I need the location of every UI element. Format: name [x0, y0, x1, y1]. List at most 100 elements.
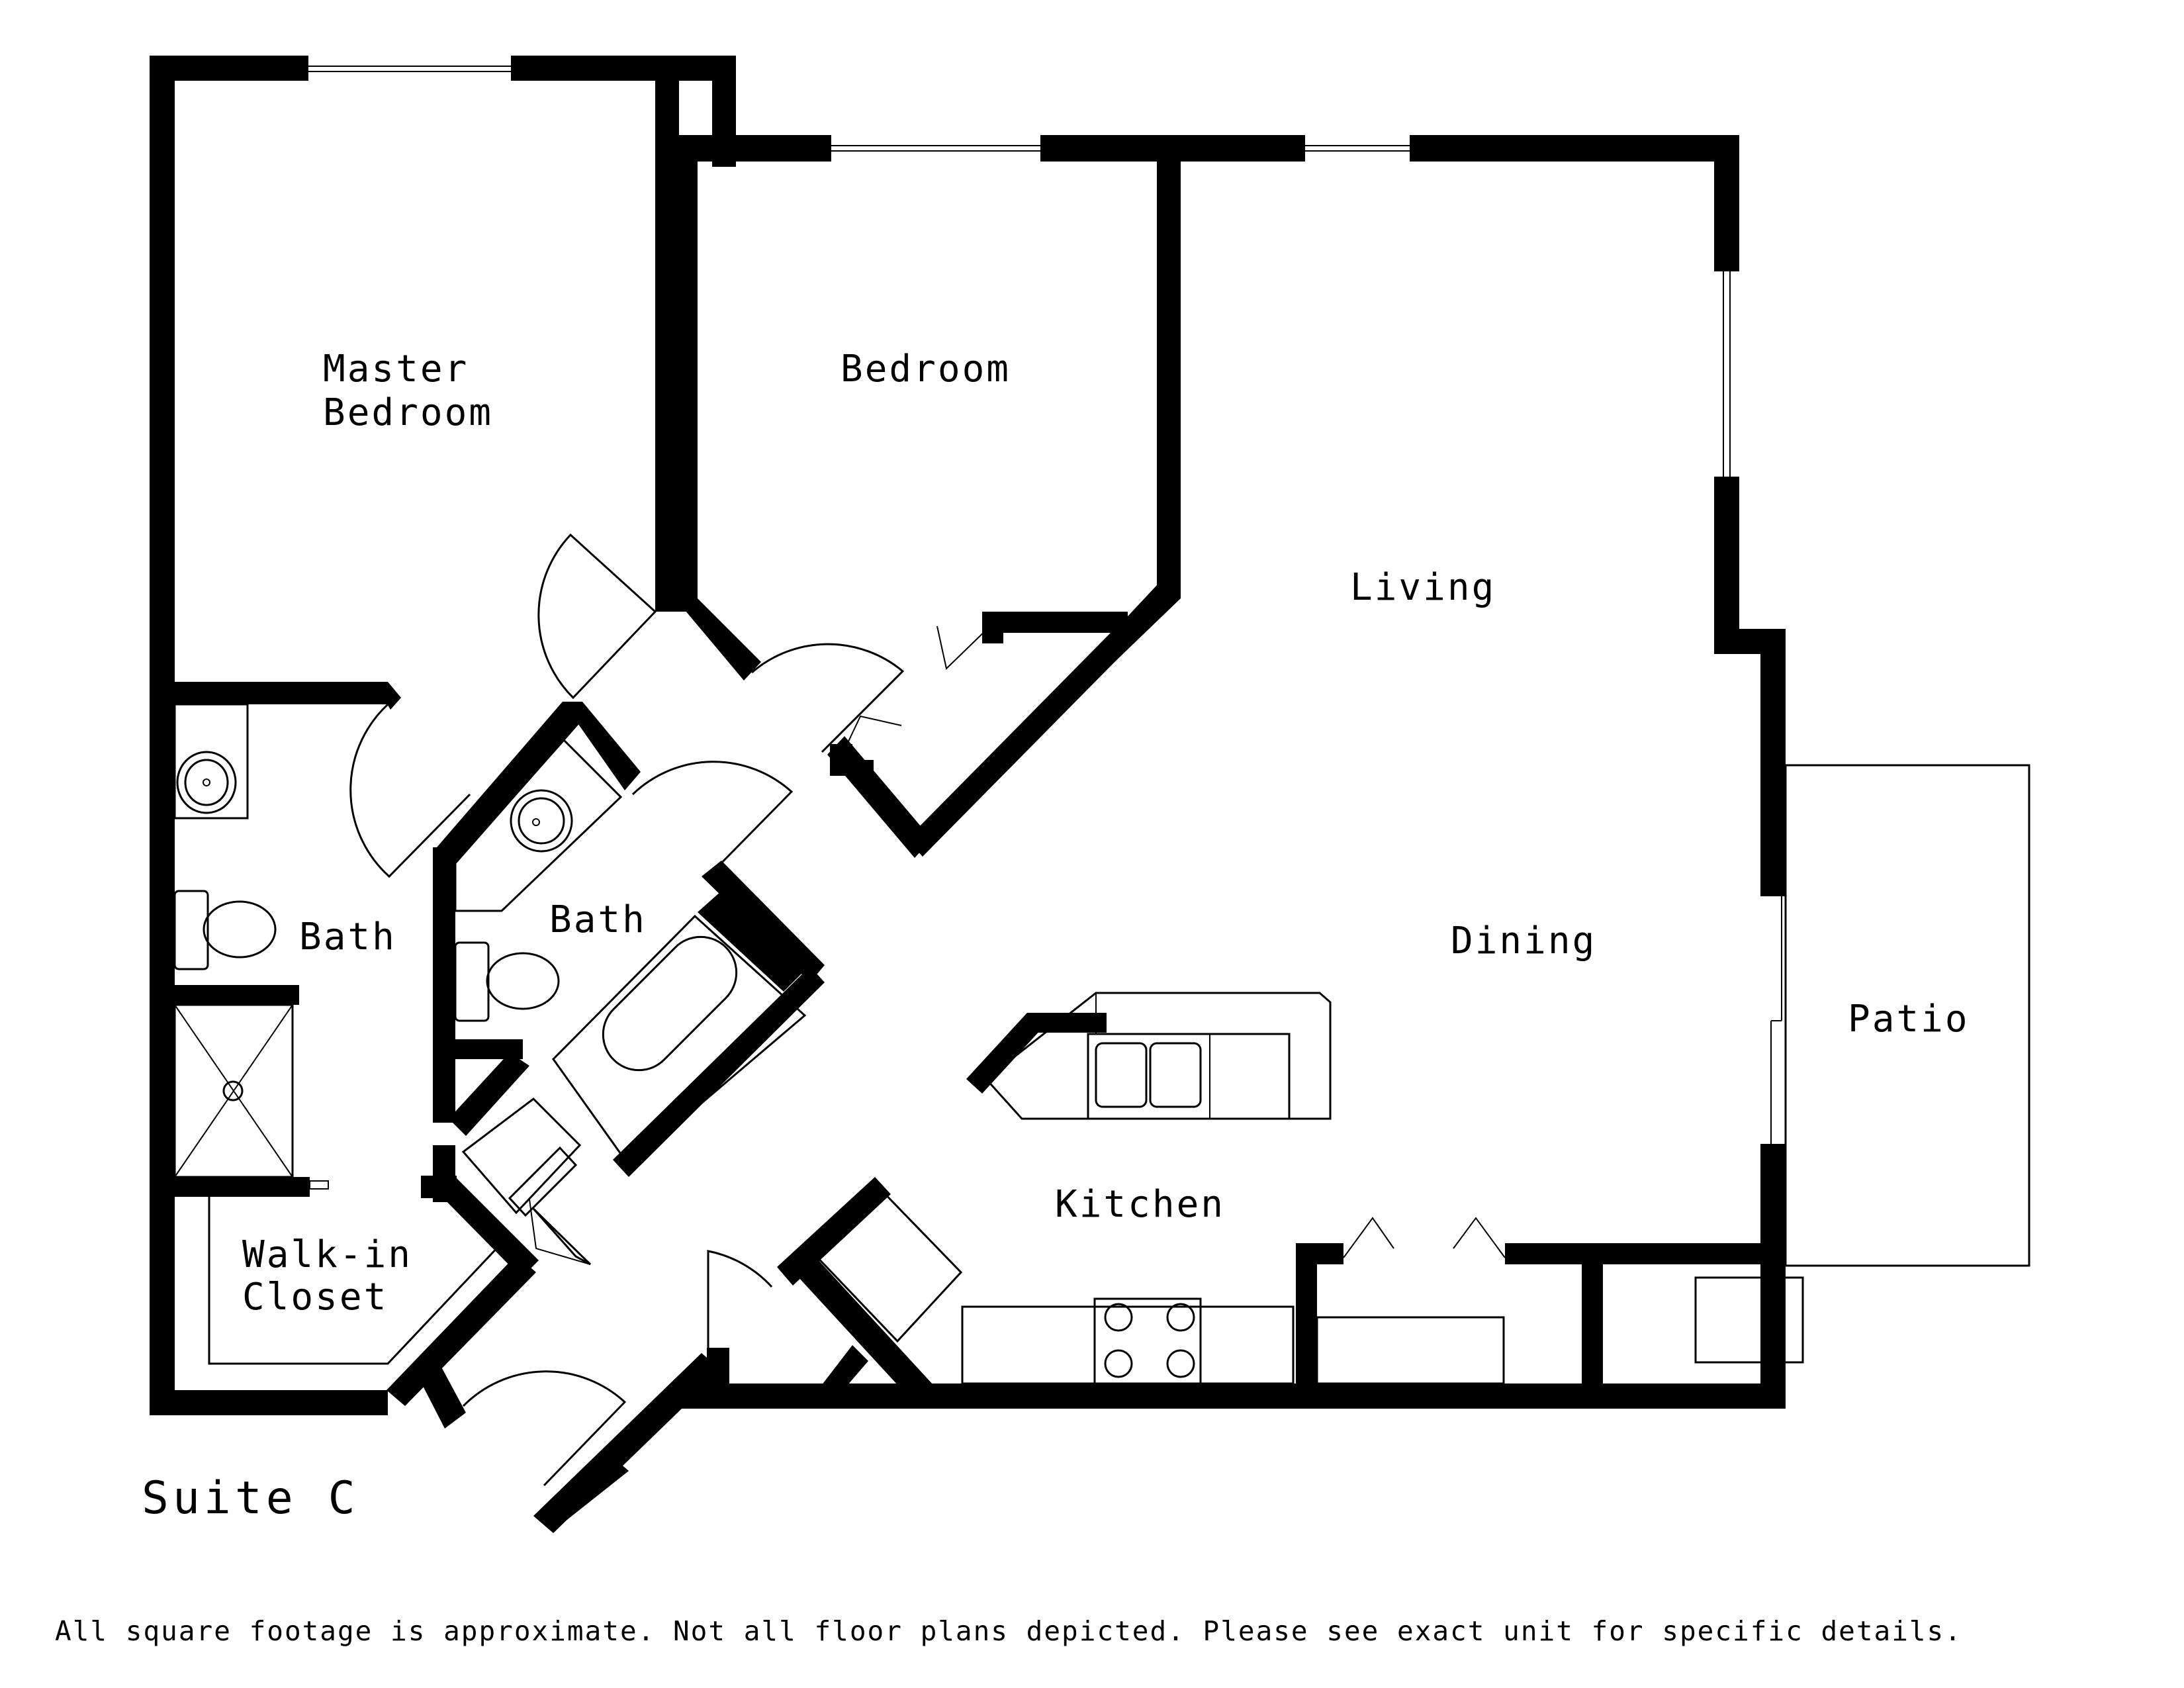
wall-utility-divider — [1582, 1243, 1603, 1397]
door-master-swing — [537, 533, 657, 700]
wall-island-diag — [966, 1013, 1042, 1094]
bath2-sink-icon — [510, 789, 573, 853]
wall-south-west — [150, 1390, 388, 1415]
wall-north-living-a — [1157, 135, 1305, 162]
wall-closet-walkin-diag — [437, 1176, 539, 1278]
wall-closet-diag — [907, 632, 1128, 857]
walls — [150, 56, 1786, 1533]
room-labels: Master Bedroom Bedroom Living Dining Bat… — [242, 348, 1970, 1319]
wall-utility-top-a — [1296, 1243, 1343, 1264]
pantry-counter — [809, 1183, 963, 1343]
wall-west — [150, 56, 175, 1415]
burner-4 — [1166, 1349, 1195, 1378]
wall-closet-small2 — [847, 760, 874, 778]
closet-washer-inner — [508, 1146, 578, 1217]
wall-north-bedroom-a — [675, 135, 831, 162]
disclaimer-text: All square footage is approximate. Not a… — [55, 1615, 1962, 1647]
patio-outline — [1784, 764, 2030, 1267]
wall-closet-stub-top — [421, 1176, 457, 1198]
label-bedroom: Bedroom — [841, 348, 1011, 391]
utility-counter — [1316, 1316, 1505, 1385]
door-entry-swing — [462, 1370, 627, 1487]
wall-master-bath-door-stub — [373, 682, 401, 710]
wall-closet-door-stub — [418, 1361, 466, 1429]
label-dining: Dining — [1451, 919, 1596, 962]
wall-utility-top-b — [1505, 1243, 1786, 1264]
kitchen-range — [1093, 1297, 1202, 1385]
bath2-vanity — [454, 738, 623, 912]
suite-title: Suite C — [142, 1472, 359, 1524]
wall-bath2-nw — [437, 702, 582, 863]
label-master-bedroom-line2: Bedroom — [323, 391, 493, 434]
wall-closet-stub — [982, 612, 1003, 643]
shower-valve — [309, 1180, 329, 1190]
doors — [349, 533, 1782, 1487]
burner-3 — [1104, 1349, 1133, 1378]
master-toilet-bowl — [203, 900, 277, 959]
wall-east-dining-b — [1760, 1144, 1786, 1409]
master-sink-icon — [176, 751, 237, 814]
patio-storage — [1694, 1276, 1804, 1364]
wall-closet-top — [982, 612, 1128, 633]
label-master-bedroom-line1: Master — [323, 348, 469, 391]
master-sink-inner-icon — [184, 759, 229, 806]
bath2-sink-inner-icon — [518, 797, 565, 845]
island-sink-a — [1095, 1042, 1148, 1108]
wall-bedroom-west — [675, 135, 698, 612]
wall-north-living-b — [1410, 135, 1739, 162]
wall-bath2-tub-top — [702, 861, 825, 982]
wall-master-bath-top — [150, 682, 388, 704]
wall-utility-west — [1296, 1243, 1317, 1397]
wall-bedroom-east — [1157, 135, 1181, 598]
wall-bath2-tub-side — [613, 966, 825, 1177]
walkin-shelf — [208, 1197, 502, 1365]
label-living: Living — [1350, 566, 1496, 609]
door-bath2-swing — [631, 761, 794, 874]
label-walk-in-closet-line2: Closet — [242, 1276, 388, 1319]
label-patio: Patio — [1848, 998, 1970, 1041]
master-vanity — [173, 703, 249, 820]
door-closet-bifold-b — [848, 715, 902, 742]
wall-bath2-west — [433, 847, 455, 1123]
label-kitchen: Kitchen — [1055, 1183, 1225, 1226]
burner-2 — [1166, 1303, 1195, 1332]
wall-north-master-a — [150, 56, 308, 81]
wall-bath2-tub-inner — [698, 891, 805, 992]
door-utility-bifold-b — [1453, 1217, 1506, 1258]
bath2-tub-inner — [602, 935, 738, 1072]
island-sink-b — [1149, 1042, 1202, 1108]
wall-east-dining-a — [1760, 629, 1786, 896]
wall-entry-diag-inner — [533, 1454, 629, 1532]
wall-pantry-diag — [790, 1251, 933, 1402]
wall-diag-bedroom-door-left — [675, 598, 761, 680]
fixtures — [173, 703, 2030, 1385]
wall-pantry-lower — [813, 1345, 868, 1399]
kitchen-island — [984, 992, 1332, 1120]
door-master-bath-swing — [349, 696, 471, 878]
wall-shower-top — [150, 985, 299, 1005]
door-walkin-swing — [532, 1207, 592, 1266]
master-toilet-tank — [173, 890, 209, 970]
door-utility-bifold-a — [1343, 1217, 1394, 1258]
bath2-toilet-bowl — [486, 952, 560, 1010]
door-walkin-leaf — [529, 1199, 591, 1265]
wall-bath2-corner — [449, 1053, 529, 1136]
wall-east-living-a — [1714, 135, 1739, 271]
bath2-sink-drain-icon — [532, 818, 540, 826]
label-bath-second: Bath — [549, 898, 647, 941]
label-bath-master: Bath — [299, 915, 396, 959]
bath2-toilet-tank — [454, 941, 490, 1022]
shower-drain-icon — [222, 1080, 244, 1102]
burner-1 — [1104, 1303, 1133, 1332]
label-walk-in-closet-line1: Walk-in — [242, 1233, 412, 1276]
master-sink-drain-icon — [203, 778, 210, 786]
island-counter — [1087, 1033, 1291, 1120]
windows — [308, 66, 1731, 477]
wall-shower-bottom — [150, 1177, 310, 1197]
wall-bath2-bottom — [437, 1039, 523, 1059]
wall-bath2-top-diag — [563, 702, 641, 790]
shower-diag-b — [174, 1004, 293, 1178]
wall-closet-walkin-bottom-diag — [387, 1255, 536, 1406]
door-closet-bifold-a — [936, 626, 991, 670]
